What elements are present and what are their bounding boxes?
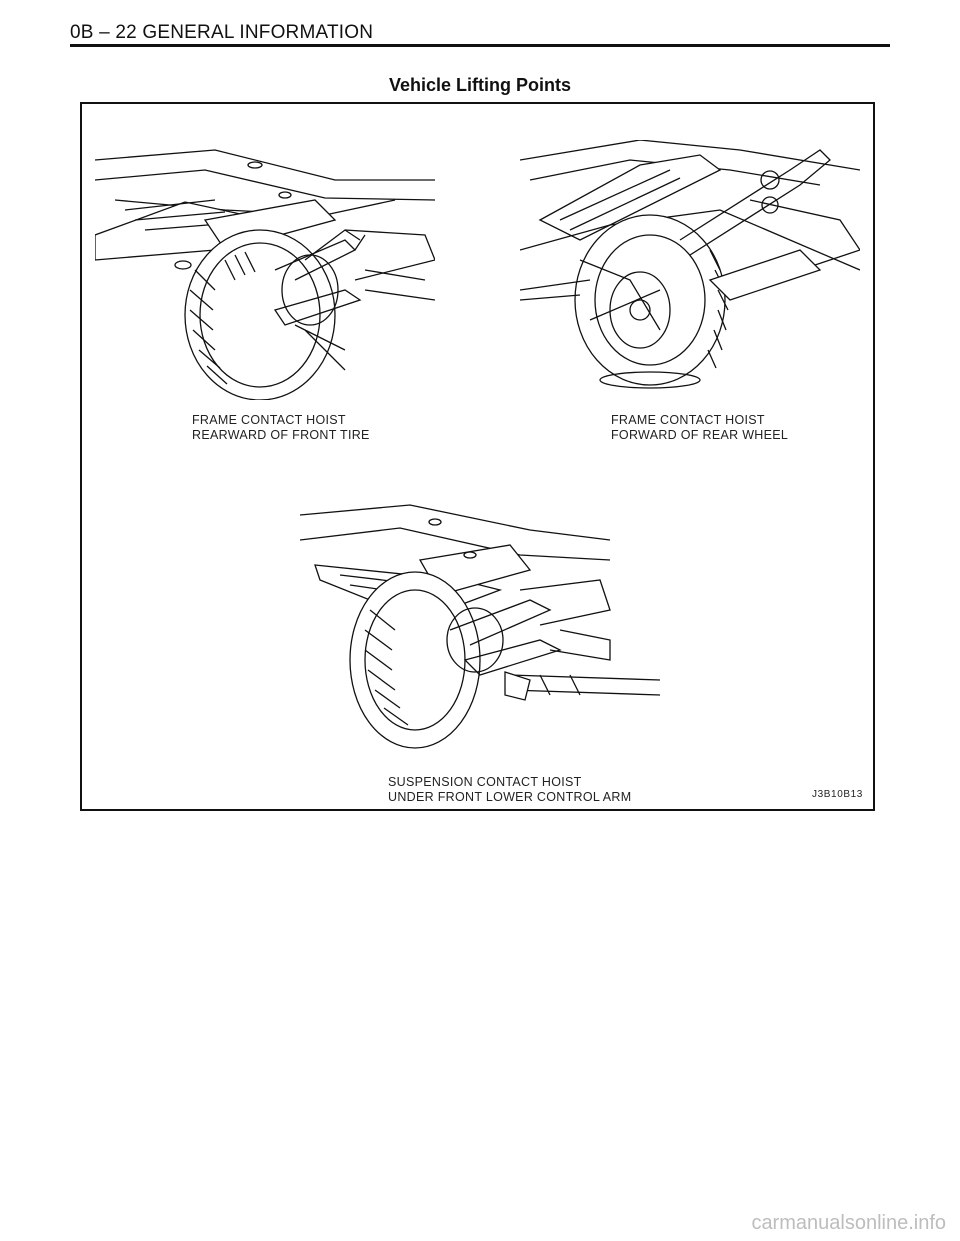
header-rule — [70, 44, 890, 47]
suspension-contact-drawing — [300, 504, 660, 749]
section-title: Vehicle Lifting Points — [388, 75, 572, 95]
front-frame-contact-drawing — [95, 149, 435, 400]
caption-line: FRAME CONTACT HOIST — [192, 413, 346, 427]
watermark: carmanualsonline.info — [751, 1212, 946, 1234]
page-header: 0B – 22 GENERAL INFORMATION — [70, 22, 374, 43]
caption-rear-frame-contact: FRAME CONTACT HOIST FORWARD OF REAR WHEE… — [611, 413, 788, 443]
caption-line: FORWARD OF REAR WHEEL — [611, 428, 789, 442]
figure-frame — [80, 102, 875, 811]
caption-line: UNDER FRONT LOWER CONTROL ARM — [388, 790, 632, 804]
caption-line: FRAME CONTACT HOIST — [611, 413, 765, 427]
caption-suspension-contact: SUSPENSION CONTACT HOIST UNDER FRONT LOW… — [388, 775, 631, 805]
figure-code: J3B10B13 — [812, 789, 863, 800]
caption-line: SUSPENSION CONTACT HOIST — [388, 775, 582, 789]
caption-line: REARWARD OF FRONT TIRE — [192, 428, 370, 442]
rear-frame-contact-drawing — [520, 140, 860, 389]
caption-front-frame-contact: FRAME CONTACT HOIST REARWARD OF FRONT TI… — [192, 413, 370, 443]
